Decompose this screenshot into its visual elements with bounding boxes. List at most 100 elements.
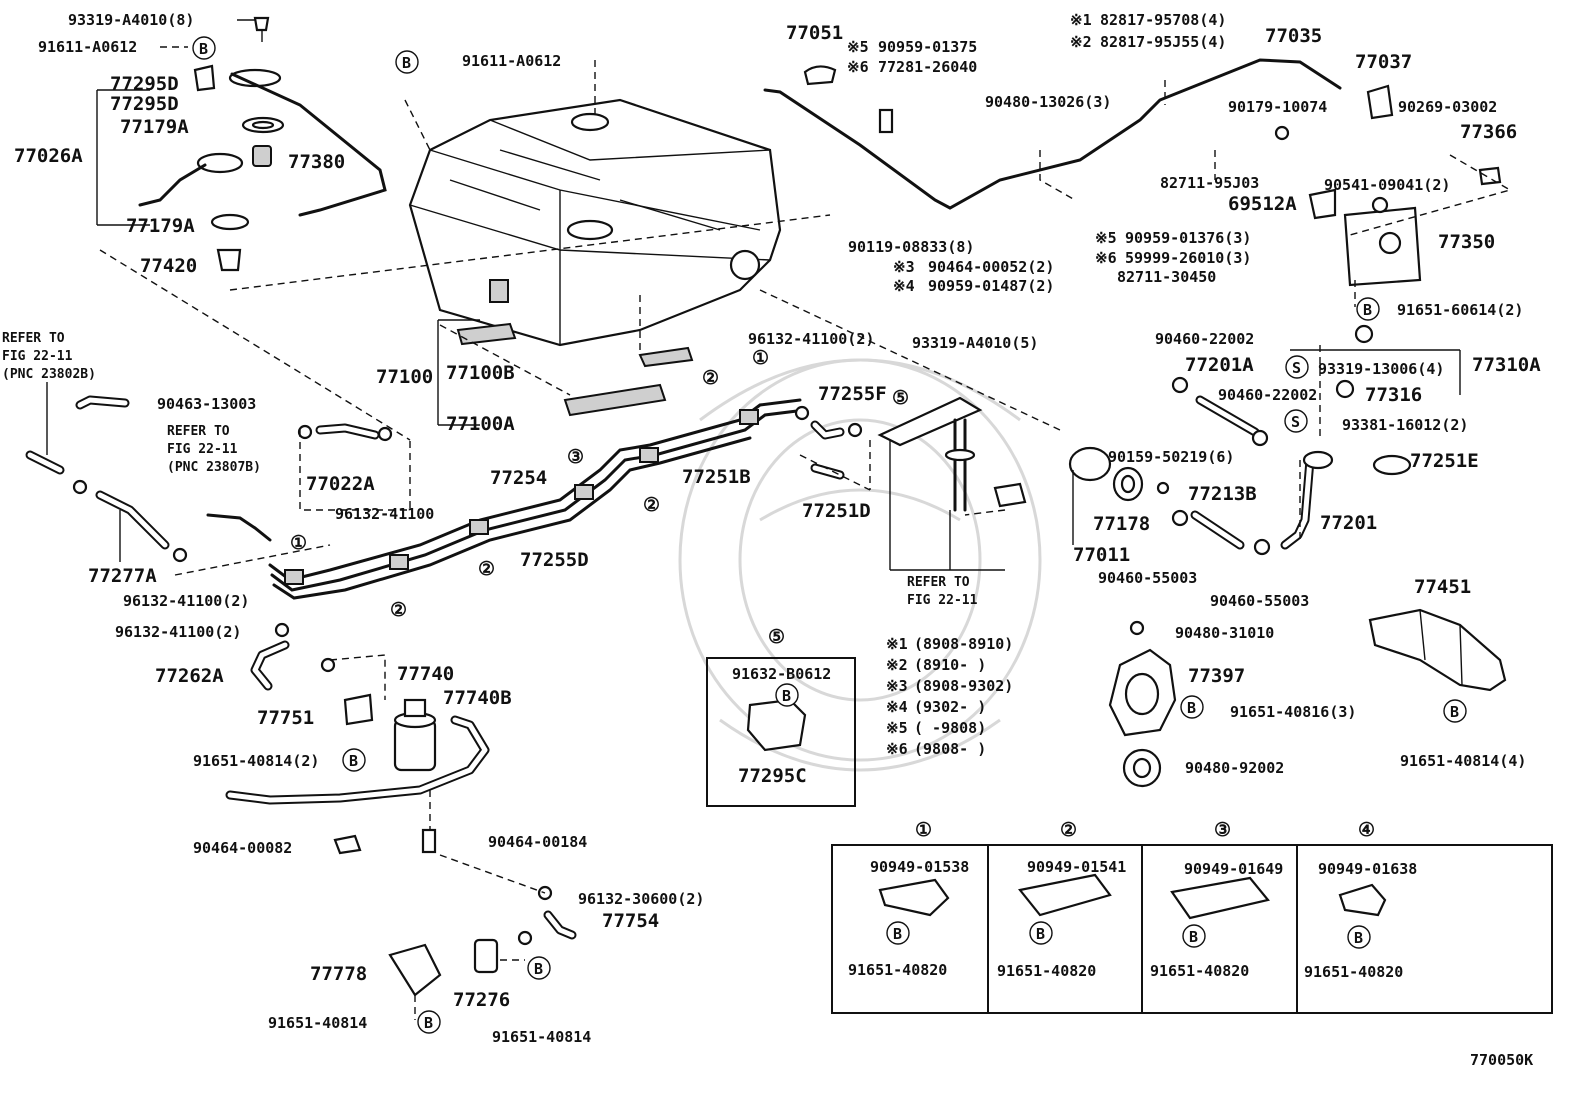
marker: ※5: [1095, 229, 1117, 247]
fuel-hoses[interactable]: [25, 395, 863, 691]
label: 77740B: [443, 687, 512, 709]
note-marker: ※5: [886, 719, 908, 737]
bolt-marker-b: B: [1363, 301, 1372, 319]
note-text: (9808- ): [914, 740, 986, 758]
fuel-tank[interactable]: [408, 98, 782, 347]
label: 59999-26010(3): [1125, 249, 1251, 267]
label: 91611-A0612: [38, 38, 137, 56]
label: 82711-95J03: [1160, 174, 1259, 192]
bolt-marker-b: B: [349, 752, 358, 770]
label: 91651-40820: [997, 962, 1096, 980]
label: 77022A: [306, 473, 375, 495]
refer-bracket-lines: [889, 440, 1005, 571]
callout-5: ⑤: [892, 387, 909, 409]
label: 77213B: [1188, 483, 1257, 505]
plate-77397[interactable]: [1108, 620, 1177, 788]
label: 91651-40814: [492, 1028, 591, 1046]
note-text: ( -9808): [914, 719, 986, 737]
part-number-labels: 93319-A4010(8) 91611-A0612 77295D 77295D…: [2, 11, 1541, 1069]
callout-1: ①: [290, 532, 307, 554]
label: 77310A: [1472, 354, 1541, 376]
label: 90949-01538: [870, 858, 969, 876]
figure-code: 770050K: [1470, 1051, 1533, 1069]
label: 90949-01541: [1027, 858, 1126, 876]
variant-notes: ※1 (8908-8910) ※2 (8910- ) ※3 (8908-9302…: [886, 635, 1013, 758]
label: 77295D: [110, 73, 179, 95]
marker: ※5: [847, 38, 869, 56]
label: 69512A: [1228, 193, 1297, 215]
marker: ※2: [1070, 33, 1092, 51]
bolt-marker-b: B: [1450, 703, 1459, 721]
label: 93319-A4010(8): [68, 11, 194, 29]
label: 90460-22002: [1155, 330, 1254, 348]
label: 77035: [1265, 25, 1322, 47]
label: 96132-41100(2): [123, 592, 249, 610]
label: 93319-A4010(5): [912, 334, 1038, 352]
label: 90460-55003: [1210, 592, 1309, 610]
label: 93319-13006(4): [1318, 360, 1444, 378]
label: 90463-13003: [157, 395, 256, 413]
fuel-sender-assembly[interactable]: [138, 16, 387, 272]
label: 77451: [1414, 576, 1471, 598]
marker: ※1: [1070, 11, 1092, 29]
label: 90480-31010: [1175, 624, 1274, 642]
label: FIG 22-11: [167, 442, 238, 457]
callout-4: ④: [1358, 819, 1375, 841]
filler-cap-area[interactable]: [1274, 84, 1502, 287]
label: 77281-26040: [878, 58, 977, 76]
note-text: (9302- ): [914, 698, 986, 716]
callout-1: ①: [752, 347, 769, 369]
note-text: (8908-8910): [914, 635, 1013, 653]
bolt-marker-b: B: [1036, 925, 1045, 943]
label: 91651-40816(3): [1230, 703, 1356, 721]
label: 96132-41100(2): [115, 623, 241, 641]
bolt-marker-b: B: [199, 40, 208, 58]
label: 90464-00052(2): [928, 258, 1054, 276]
label: 77254: [490, 467, 547, 489]
label: 91651-40814(4): [1400, 752, 1526, 770]
charcoal-canister-77740[interactable]: [225, 657, 577, 997]
fuel-tubes-77254-77251b[interactable]: [268, 398, 807, 600]
label: 77295D: [110, 93, 179, 115]
label: 77179A: [126, 215, 195, 237]
label: 91651-60614(2): [1397, 301, 1523, 319]
callout-3: ③: [1214, 819, 1231, 841]
label: 77778: [310, 963, 367, 985]
label: 77751: [257, 707, 314, 729]
filler-gasket-77178[interactable]: [1068, 446, 1170, 502]
label: 96132-30600(2): [578, 890, 704, 908]
breather-tube-77035[interactable]: [763, 58, 1342, 210]
note-marker: ※2: [886, 656, 908, 674]
label: 77178: [1093, 513, 1150, 535]
marker: ※6: [847, 58, 869, 76]
label: 91651-40814(2): [193, 752, 319, 770]
label: 77037: [1355, 51, 1412, 73]
label: (PNC 23802B): [2, 367, 96, 382]
callout-1: ①: [915, 819, 932, 841]
vent-tube-77051[interactable]: [803, 65, 894, 134]
label: 77201A: [1185, 354, 1254, 376]
label: 77255F: [818, 383, 887, 405]
protector-77451[interactable]: [1368, 608, 1507, 692]
fuel-pump-bracket[interactable]: [877, 396, 1027, 512]
bolt-marker-b: B: [1354, 929, 1363, 947]
label: 77740: [397, 663, 454, 685]
label: 77420: [140, 255, 197, 277]
note-text: (8908-9302): [914, 677, 1013, 695]
callout-2: ②: [478, 558, 495, 580]
callout-2: ②: [702, 367, 719, 389]
label: 77262A: [155, 665, 224, 687]
callout-5: ⑤: [768, 626, 785, 648]
label: REFER TO: [907, 575, 970, 590]
label: 91651-40820: [1304, 963, 1403, 981]
note-marker: ※4: [886, 698, 908, 716]
sender-bracket-lines: [96, 89, 150, 226]
label: 90464-00184: [488, 833, 587, 851]
label: 90949-01649: [1184, 860, 1283, 878]
bolt-marker-b: B: [534, 960, 543, 978]
label: 77295C: [738, 765, 807, 787]
label: 90959-01375: [878, 38, 977, 56]
filler-neck-77201[interactable]: [1171, 324, 1412, 556]
watermark-emblem: [678, 358, 1042, 772]
